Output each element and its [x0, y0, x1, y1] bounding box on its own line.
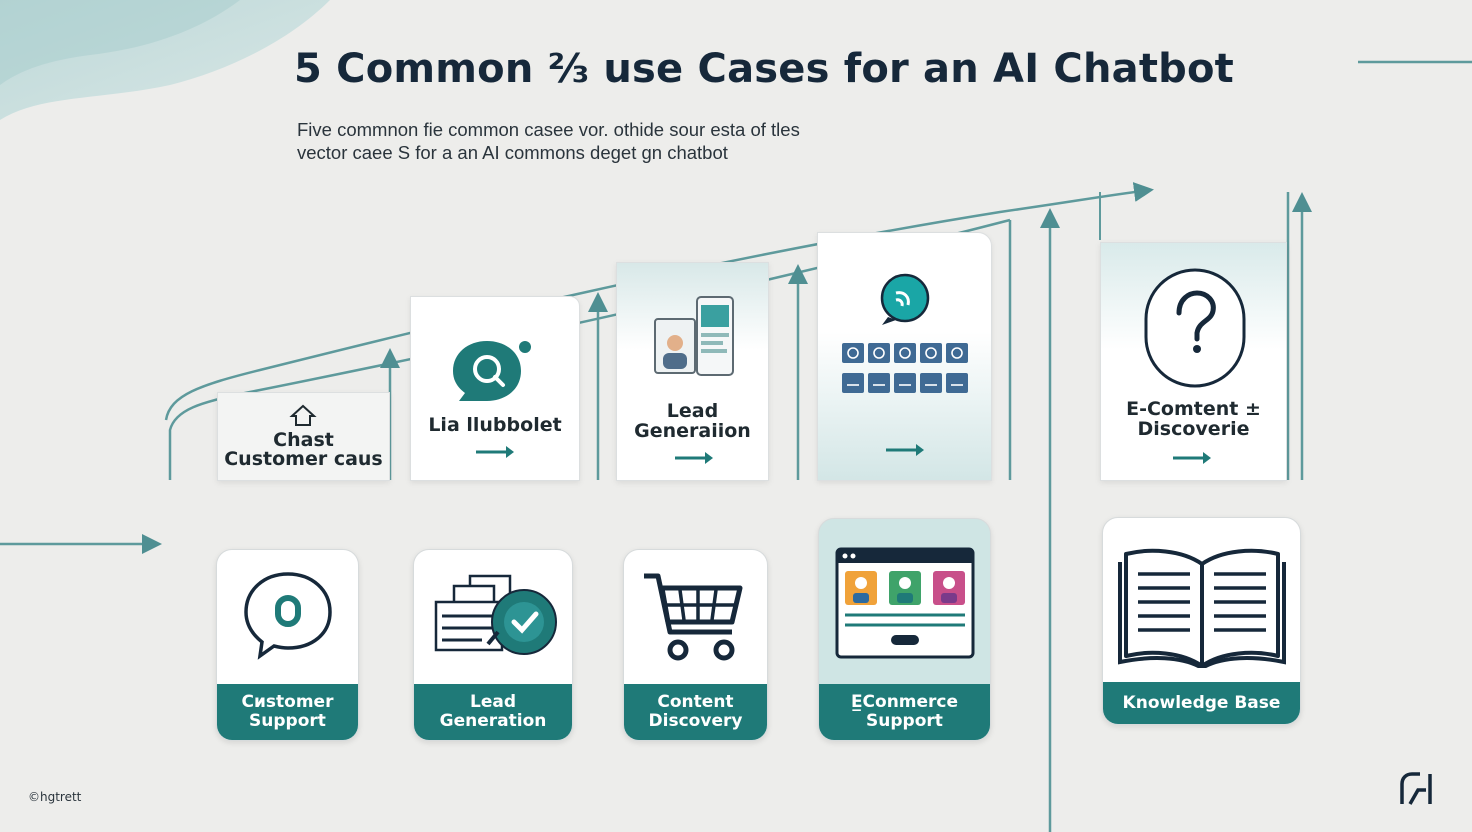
top-card-5-label-2: Discoverie: [1137, 418, 1250, 440]
top-card-3-label-1: Lead: [666, 400, 719, 422]
customer-support-label-2: Support: [249, 711, 326, 731]
house-outline-icon: [289, 404, 317, 426]
browser-profiles-icon: [835, 547, 975, 659]
arrow-right-icon: [886, 444, 924, 456]
question-mark-icon: [1144, 268, 1246, 388]
arrow-right-icon: [1173, 452, 1211, 464]
open-book-icon: [1118, 548, 1286, 668]
chat-wifi-icon: [880, 273, 930, 325]
brand-logo-icon: [1400, 772, 1432, 805]
arrow-right-icon: [476, 446, 514, 458]
top-card-3[interactable]: Lead Generaiion: [616, 262, 769, 481]
page-title: 5 Common ⅔ use Cases for an AI Chatbot: [294, 46, 1235, 92]
top-card-1-label-1: Chast: [273, 429, 334, 451]
ecommerce-support-label-1: E̲Conmerce: [850, 692, 959, 712]
arrow-right-icon: [675, 452, 713, 464]
search-chat-icon: [453, 341, 531, 401]
chat-bubble-icon: [244, 572, 332, 660]
documents-check-icon: [434, 574, 557, 655]
lead-generation-label-band: Lead Generation: [414, 684, 572, 740]
subtitle-line-1: Five commnon fie common casee vor. othid…: [297, 119, 800, 140]
top-card-2-label: Lia llubbolet: [428, 414, 562, 436]
knowledge-base-label-band: Knowledge Base: [1103, 682, 1300, 724]
top-card-5-label-1: E-Comtent ±: [1126, 398, 1261, 420]
content-discovery-label-1: Content: [657, 692, 734, 712]
ecommerce-support-label-2: Support: [866, 711, 943, 731]
lead-generation-label: Lead Generation: [439, 692, 547, 731]
content-discovery-label-2: Discovery: [648, 711, 743, 731]
phone-profile-icon: [654, 296, 734, 376]
top-card-2[interactable]: Lia llubbolet: [410, 296, 580, 481]
footer-credit: ©hgtrett: [28, 790, 82, 804]
use-case-card-knowledge-base[interactable]: Knowledge Base: [1102, 517, 1301, 725]
top-card-5[interactable]: E-Comtent ± Discoverie: [1100, 242, 1287, 481]
shopping-cart-icon: [644, 573, 743, 661]
app-grid-icon: [842, 343, 968, 393]
top-card-1[interactable]: Chast Customer caus: [217, 392, 390, 481]
page-subtitle: Five commnon fie common casee vor. othid…: [297, 118, 800, 164]
knowledge-base-label: Knowledge Base: [1122, 692, 1281, 713]
customer-support-label-1: Cиstomer: [241, 692, 334, 712]
top-card-3-label-2: Generaiion: [634, 420, 751, 442]
subtitle-line-2: vector caee S for a an AI commons deget …: [297, 142, 728, 163]
use-case-card-lead-generation[interactable]: Lead Generation: [413, 549, 573, 741]
top-card-4[interactable]: [817, 232, 992, 481]
top-card-1-label-2: Customer caus: [224, 448, 383, 470]
